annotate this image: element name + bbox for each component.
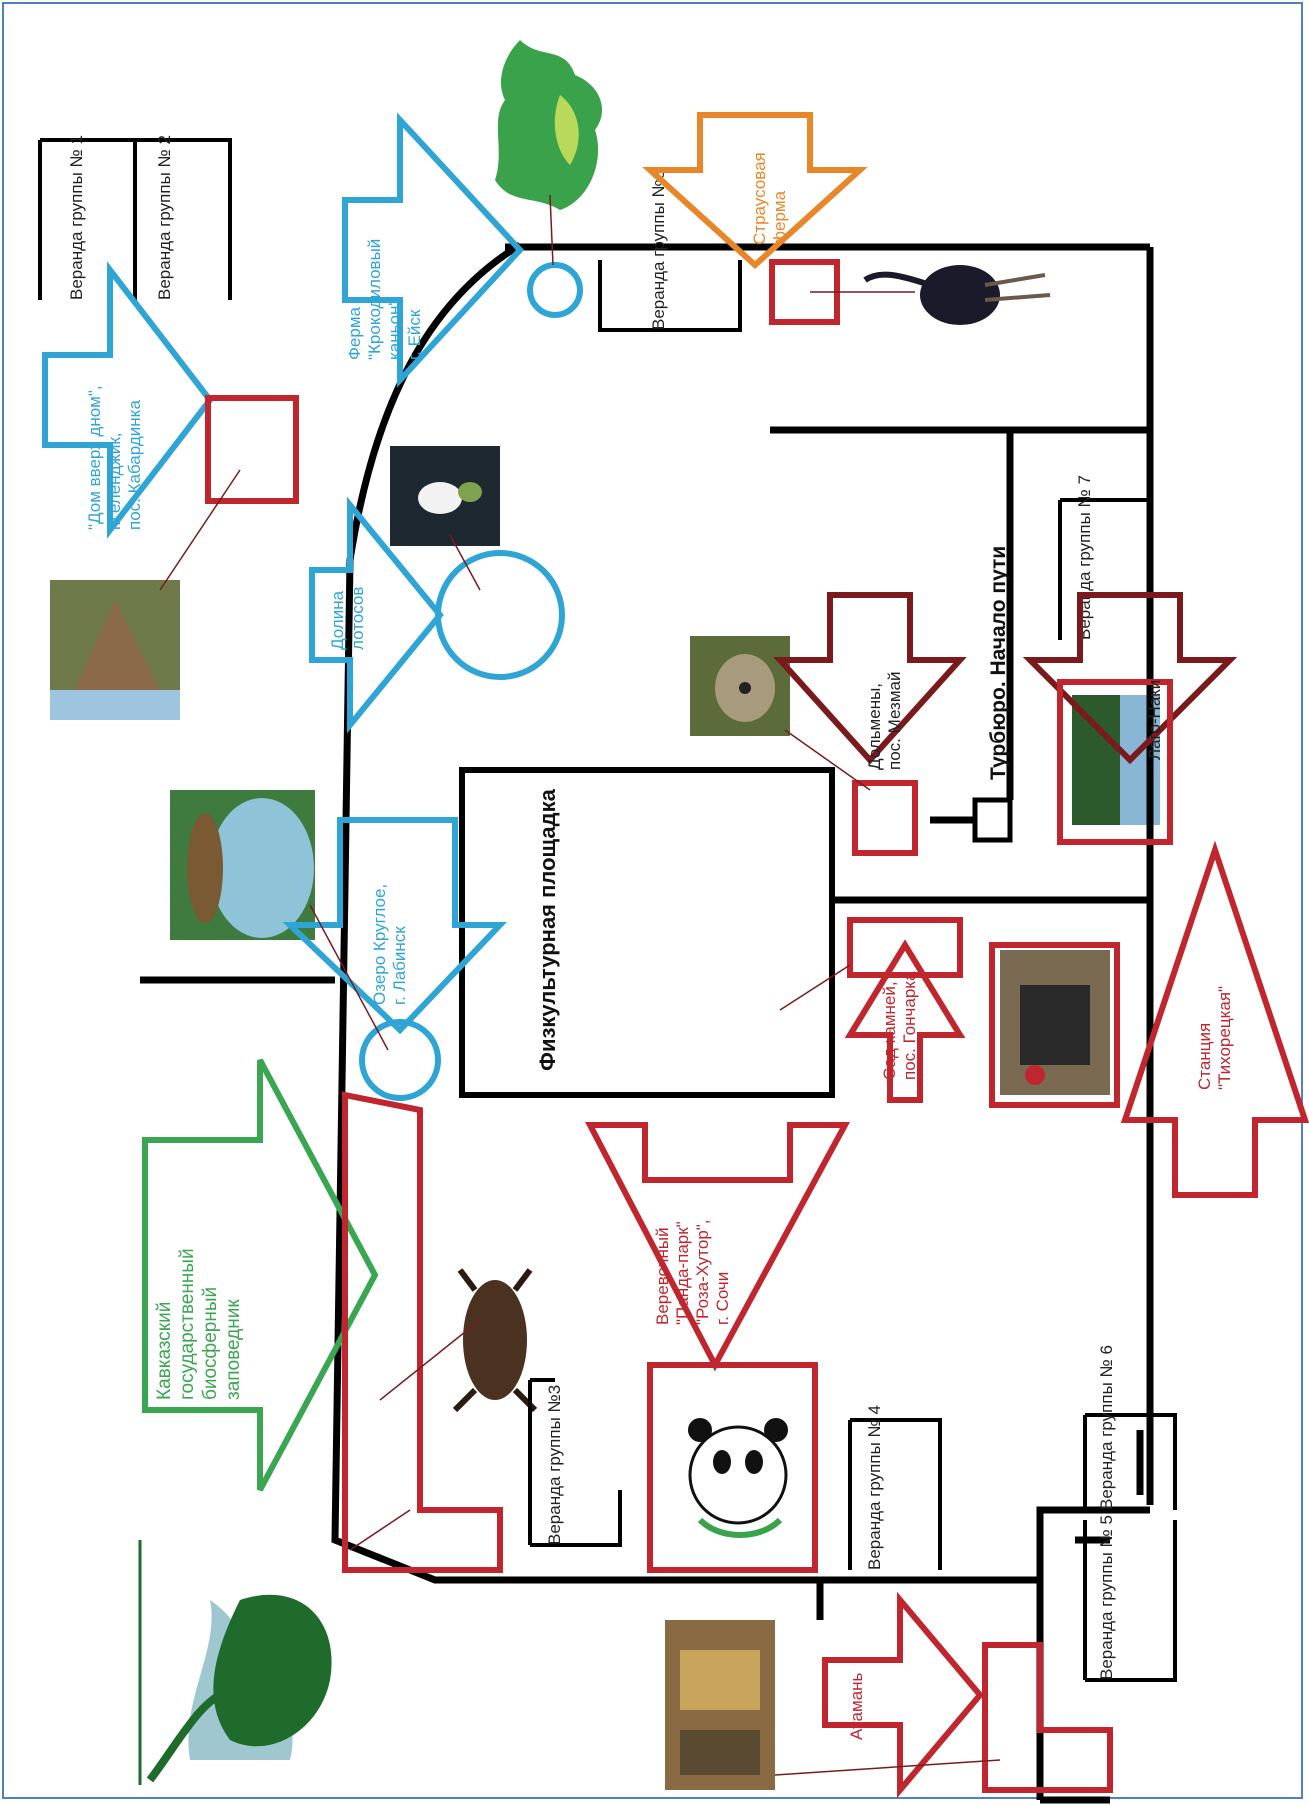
veranda-2: Веранда группы № 2 — [133, 135, 232, 300]
photo-house — [50, 580, 180, 720]
photo-lake — [170, 790, 315, 940]
svg-text:Веранда группы № 4: Веранда группы № 4 — [865, 1405, 884, 1570]
arrow-stone-garden: Сад камней, пос. Гончарка — [779, 917, 966, 1103]
arrow-dolmens: Дольмены, пос. Мезмай — [773, 592, 967, 856]
arrow-tikhoretskaya: Станция "Тихорецкая" — [989, 840, 1309, 1198]
svg-text:Веревочный "Панда-парк: Веревочный "Панда-парк" "Роза-Хутор", г.… — [653, 1215, 732, 1325]
svg-text:Озеро Круглое, г. Лаби: Озеро Круглое, г. Лабинск — [370, 879, 409, 1005]
svg-text:Веранда группы № 2: Веранда группы № 2 — [155, 135, 174, 300]
svg-text:Веранда группы №8: Веранда группы №8 — [649, 170, 668, 330]
arrow-lotus-valley: Долина лотосов — [309, 496, 565, 734]
crocodile-icon — [495, 40, 603, 210]
svg-text:Дольмены, пос. Мезмай: Дольмены, пос. Мезмай — [865, 672, 904, 770]
veranda-6: Веранда группы № 6 — [1083, 1345, 1177, 1510]
ostrich-icon — [863, 265, 1051, 325]
photo-dolmen — [690, 636, 790, 736]
svg-text:Веранда группы №3: Веранда группы №3 — [545, 1385, 564, 1545]
panda-icon — [688, 1418, 788, 1538]
svg-text:"Дом вверх дном", г.Ге: "Дом вверх дном", г.Геленджик, пос. Каба… — [85, 381, 144, 530]
tourist-office-label: Турбюро. Начало пути — [987, 546, 1010, 780]
svg-text:Лаго-Наки: Лаго-Наки — [1145, 680, 1164, 760]
arrow-crocodile-farm: Ферма "Крокодиловый каньон" г. Ейск — [342, 112, 583, 388]
arrow-atamani: Атамань — [774, 1591, 1113, 1799]
svg-text:Веранда группы № 6: Веранда группы № 6 — [1097, 1345, 1116, 1510]
svg-text:Веранда группы № 5: Веранда группы № 5 — [1097, 1515, 1116, 1680]
sports-ground-label: Физкультурная площадка — [535, 788, 560, 1070]
veranda-3: Веранда группы №3 — [528, 1378, 622, 1547]
svg-text:Кавказский государстве: Кавказский государственный биосферный за… — [154, 1243, 244, 1400]
svg-text:Долина лотосов: Долина лотосов — [328, 586, 367, 650]
photo-locomotive — [1000, 950, 1110, 1095]
svg-text:Ферма "Крокодиловый: Ферма "Крокодиловый каньон" г. Ейск — [345, 234, 424, 360]
veranda-5: Веранда группы № 5 — [1083, 1515, 1177, 1682]
arrow-reserve: Кавказский государственный биосферный за… — [142, 1058, 503, 1573]
svg-text:Атамань: Атамань — [847, 1672, 866, 1740]
photo-lotus — [390, 446, 500, 546]
veranda-8: Веранда группы №8 — [598, 170, 742, 332]
reserve-emblem — [138, 1540, 355, 1785]
svg-text:Веранда группы № 1: Веранда группы № 1 — [67, 135, 86, 300]
path-lines — [140, 242, 1154, 1804]
veranda-1: Веранда группы № 1 — [38, 135, 135, 300]
sports-ground: Физкультурная площадка — [459, 767, 835, 1098]
veranda-7: Веранда группы № 7 — [1058, 475, 1152, 640]
arrow-dom-vverh-dnom: "Дом вверх дном", г.Геленджик, пос. Каба… — [42, 261, 299, 591]
arrow-lago-naki: Лаго-Наки — [1022, 592, 1238, 845]
arrow-rope-park: Веревочный "Панда-парк" "Роза-Хутор", г.… — [585, 1122, 851, 1573]
arrow-lake-krugloe: Озеро Круглое, г. Лабинск — [282, 817, 507, 1101]
svg-text:Страусовая ферма: Страусовая ферма — [750, 148, 789, 245]
svg-text:Сад камней, пос. Гонча: Сад камней, пос. Гончарка — [880, 971, 919, 1080]
photo-atamani — [665, 1620, 775, 1790]
tourist-office-box — [972, 797, 1013, 843]
arrow-ostrich-farm: Страусовая ферма — [642, 112, 915, 325]
bison-icon — [452, 1268, 538, 1413]
svg-text:Станция "Тихорецкая": Станция "Тихорецкая" — [1195, 986, 1234, 1090]
veranda-4: Веранда группы № 4 — [848, 1405, 942, 1570]
